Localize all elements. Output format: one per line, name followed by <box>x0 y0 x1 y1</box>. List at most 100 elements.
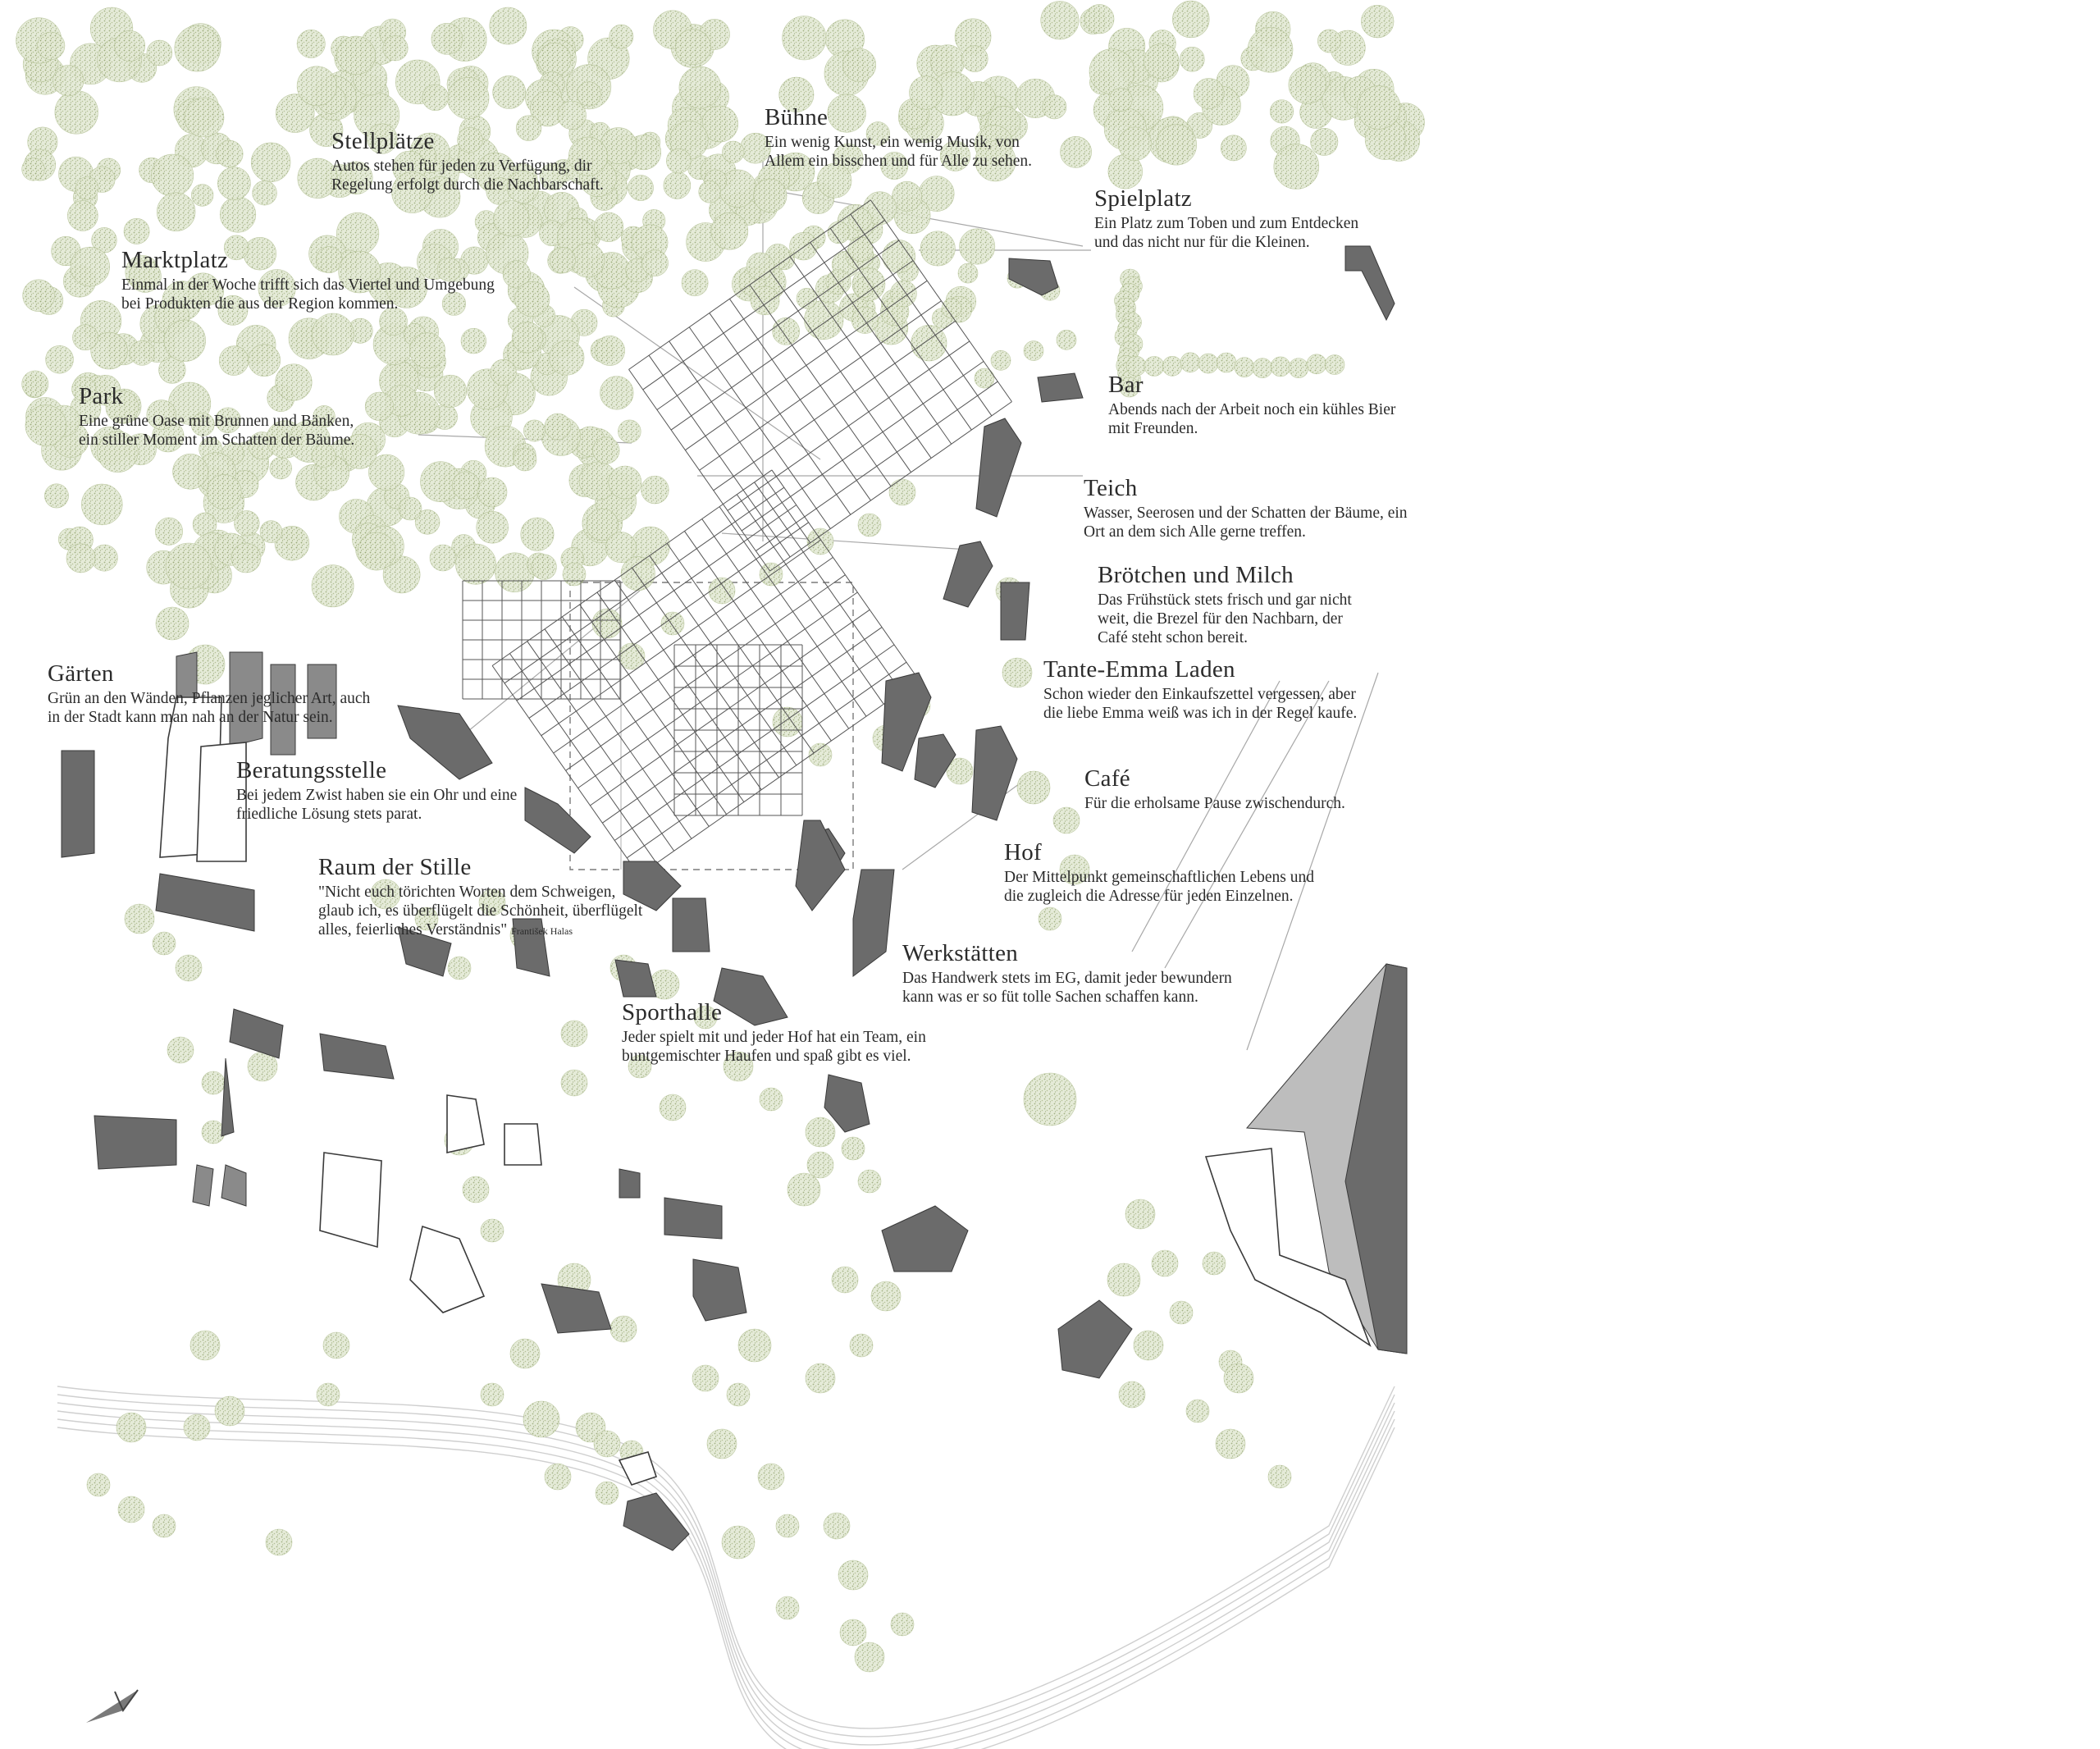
tree <box>959 228 996 265</box>
label-broetchen-und-milch: Brötchen und Milch Das Frühstück stets f… <box>1098 561 1352 647</box>
label-title: Bar <box>1108 372 1144 398</box>
tree <box>759 1087 783 1112</box>
label-title: Spielplatz <box>1094 185 1192 212</box>
tree <box>946 757 974 785</box>
label-text: Eine grüne Oase mit Brunnen und Bänken, … <box>79 413 355 450</box>
tree <box>1172 0 1210 39</box>
grid-line <box>670 260 914 431</box>
label-title: Hof <box>1004 839 1043 865</box>
tree <box>710 212 749 250</box>
building <box>155 873 255 932</box>
tree <box>628 1054 652 1079</box>
tree <box>775 1514 800 1538</box>
building <box>221 1164 247 1207</box>
contour-line <box>57 1410 1395 1749</box>
tree <box>772 706 803 738</box>
tree <box>275 94 315 133</box>
label-title: Café <box>1084 765 1130 792</box>
contour-line <box>57 1418 1395 1749</box>
grid-line <box>553 556 833 754</box>
label-text: Wasser, Seerosen und der Schatten der Bä… <box>1084 505 1408 541</box>
tree <box>409 332 445 369</box>
tree-canopy <box>16 0 1425 1673</box>
tree <box>297 158 338 199</box>
tree <box>146 400 177 430</box>
tree <box>156 192 196 231</box>
tree <box>641 475 669 505</box>
tree <box>1220 135 1247 162</box>
tree <box>1215 1428 1246 1459</box>
tree <box>753 178 788 213</box>
tree <box>129 340 155 366</box>
tree <box>549 247 576 274</box>
tree <box>674 29 711 66</box>
building <box>664 1197 723 1240</box>
grid-line <box>541 539 821 737</box>
tree <box>608 465 642 500</box>
tree <box>480 1218 504 1243</box>
tree <box>1084 4 1115 34</box>
grid-line <box>756 381 998 551</box>
tree <box>1317 29 1341 53</box>
tree <box>336 35 376 75</box>
label-raum-der-stille: Raum der Stille "Nicht euch törichten Wo… <box>318 853 642 939</box>
building <box>319 1033 395 1080</box>
tree <box>429 544 457 572</box>
tree <box>167 1036 194 1064</box>
grid-line <box>614 644 895 841</box>
label-text: Das Handwerk stets im EG, damit jeder be… <box>902 970 1232 1007</box>
tree <box>1169 1300 1194 1325</box>
tree <box>44 483 69 509</box>
tree <box>174 25 221 72</box>
grid-line <box>516 505 797 701</box>
tree <box>311 443 336 468</box>
tree <box>457 127 483 153</box>
leader-line <box>1246 672 1379 1051</box>
contour-line <box>57 1394 1395 1738</box>
tree <box>447 956 472 980</box>
tree <box>782 16 827 61</box>
building <box>229 1008 284 1059</box>
label-text: Grün an den Wänden, Pflanzen jeglicher A… <box>48 690 371 727</box>
tree <box>462 1176 490 1203</box>
tree <box>391 171 433 213</box>
building-outline <box>196 742 247 862</box>
tree <box>91 227 117 253</box>
tree <box>1180 352 1201 373</box>
grid-line <box>504 486 785 684</box>
tree <box>1056 330 1077 350</box>
building-outline <box>1204 1148 1372 1348</box>
building <box>229 651 263 747</box>
tree <box>1270 99 1294 124</box>
tree <box>757 1463 785 1491</box>
tree <box>594 335 625 366</box>
tree <box>789 231 818 261</box>
grid-line <box>769 401 1012 572</box>
tree <box>1216 352 1237 373</box>
tree <box>379 307 408 336</box>
tree <box>114 30 146 62</box>
tree <box>890 1612 915 1637</box>
tree <box>414 509 441 535</box>
tree <box>1038 906 1062 931</box>
tree <box>831 1266 859 1294</box>
tree <box>990 350 1011 371</box>
tree <box>175 954 203 982</box>
label-park: Park Eine grüne Oase mit Brunnen und Bän… <box>79 382 354 450</box>
tree <box>214 1395 245 1427</box>
building <box>270 664 296 756</box>
grid-line <box>628 199 871 370</box>
tree <box>492 75 527 109</box>
building-outline <box>618 1451 658 1486</box>
tree <box>502 260 531 289</box>
tree <box>909 75 943 110</box>
tree <box>539 162 567 190</box>
grid-line <box>727 340 970 511</box>
contour-line <box>57 1427 1395 1749</box>
tree <box>628 175 654 201</box>
contour-line <box>57 1402 1395 1746</box>
tree <box>234 510 260 537</box>
tree <box>827 94 866 133</box>
building <box>623 1492 690 1551</box>
label-tante-emma-laden: Tante-Emma Laden Schon wieder den Einkau… <box>1043 655 1357 723</box>
